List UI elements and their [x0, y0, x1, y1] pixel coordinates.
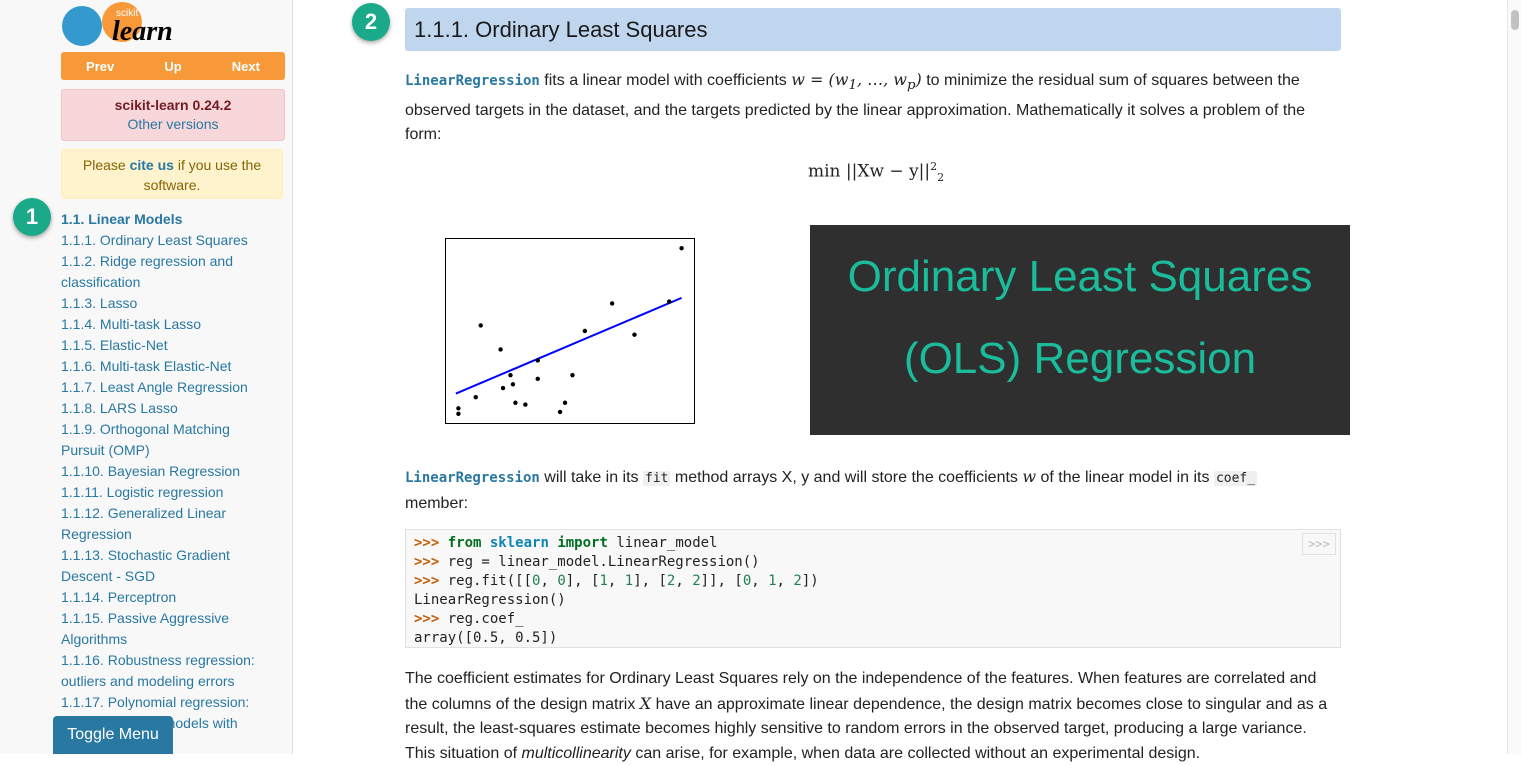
page-title: 1.1.1. Ordinary Least Squares — [414, 17, 708, 42]
scikit-learn-logo[interactable]: scikit learn — [60, 2, 200, 46]
data-point — [679, 246, 684, 251]
table-of-contents: 1.1. Linear Models 1.1.1. Ordinary Least… — [61, 209, 276, 734]
fit-text-3: of the linear model in its — [1036, 469, 1214, 486]
next-button[interactable]: Next — [231, 58, 260, 74]
up-button[interactable]: Up — [164, 58, 182, 74]
scrollbar[interactable] — [1507, 0, 1521, 754]
prev-up-next-nav: Prev Up Next — [61, 52, 285, 80]
cite-prefix: Please — [82, 157, 130, 173]
toc-item-sgd[interactable]: 1.1.13. Stochastic Gradient Descent - SG… — [61, 547, 230, 584]
data-point — [562, 400, 568, 405]
logo-scikit-text: scikit — [116, 8, 138, 19]
step-badge-1: 1 — [13, 198, 51, 236]
data-point — [535, 358, 540, 363]
cite-us-link[interactable]: cite us — [129, 157, 174, 173]
fit-text-2: method arrays X, y and will store the co… — [670, 469, 1023, 486]
toc-item-lars[interactable]: 1.1.7. Least Angle Regression — [61, 379, 248, 395]
toc-item-glm[interactable]: 1.1.12. Generalized Linear Regression — [61, 505, 226, 542]
linear-regression-link-2[interactable]: LinearRegression — [405, 470, 540, 486]
toc-item-bayesian[interactable]: 1.1.10. Bayesian Regression — [61, 463, 240, 479]
scrollbar-thumb[interactable] — [1511, 10, 1519, 30]
toc-item-passive-aggressive[interactable]: 1.1.15. Passive Aggressive Algorithms — [61, 610, 230, 647]
version-label: scikit-learn 0.24.2 — [114, 97, 232, 113]
toc-item-omp[interactable]: 1.1.9. Orthogonal Matching Pursuit (OMP) — [61, 421, 230, 458]
toc-item-lasso[interactable]: 1.1.3. Lasso — [61, 295, 138, 311]
toc-item-multitask-lasso[interactable]: 1.1.4. Multi-task Lasso — [61, 316, 202, 332]
toc-item-ridge[interactable]: 1.1.2. Ridge regression and classificati… — [61, 253, 233, 290]
toc-item-logistic[interactable]: 1.1.11. Logistic regression — [61, 484, 224, 500]
data-point — [667, 299, 672, 304]
x-math: X — [639, 693, 652, 713]
ols-scatter-svg — [455, 246, 684, 416]
toggle-prompt-button[interactable]: >>> — [1302, 533, 1336, 555]
fit-literal: fit — [643, 471, 671, 486]
step-badge-2: 2 — [352, 3, 390, 41]
data-point — [523, 402, 528, 407]
cite-suffix: if you use the software. — [143, 157, 262, 193]
data-point — [510, 382, 516, 387]
sidebar: scikit learn Prev Up Next scikit-learn 0… — [0, 0, 293, 754]
data-point — [473, 395, 478, 400]
data-point — [535, 376, 540, 382]
mc-emphasis: multicollinearity — [521, 744, 631, 762]
intro-text-1: fits a linear model with coefficients — [539, 72, 792, 89]
toc-item-lars-lasso[interactable]: 1.1.8. LARS Lasso — [61, 400, 178, 416]
data-point — [557, 409, 563, 415]
mc-text-1: The coefficient estimates for Ordinary L… — [405, 670, 1317, 713]
data-point — [478, 323, 483, 328]
banner-line-2: (OLS) Regression — [903, 334, 1257, 383]
data-point — [582, 328, 588, 334]
w-math: w — [1022, 467, 1037, 486]
fit-paragraph: LinearRegression will take in its fit me… — [405, 465, 1341, 516]
toc-item-robustness[interactable]: 1.1.16. Robustness regression: outliers … — [61, 652, 255, 689]
data-point — [632, 332, 637, 337]
ols-scatter-plot — [445, 238, 695, 424]
toc-item-linear-models[interactable]: 1.1. Linear Models — [61, 211, 183, 227]
regression-line — [455, 296, 682, 395]
data-point — [570, 372, 575, 378]
data-point — [508, 372, 513, 378]
banner-line-1: Ordinary Least Squares — [847, 252, 1313, 301]
coef-literal: coef_ — [1213, 471, 1258, 486]
toc-item-elastic-net[interactable]: 1.1.5. Elastic-Net — [61, 337, 168, 353]
data-point — [513, 400, 518, 405]
cite-box: Please cite us if you use the software. — [61, 149, 283, 199]
mc-text-3: can arise, for example, when data are co… — [630, 744, 1201, 762]
intro-text-2: to minimize the residual sum of squares … — [405, 72, 1306, 144]
toc-item-ols[interactable]: 1.1.1. Ordinary Least Squares — [61, 232, 248, 248]
fit-text-1: will take in its — [539, 469, 643, 486]
toggle-menu-button[interactable]: Toggle Menu — [53, 716, 173, 754]
toc-item-multitask-elastic-net[interactable]: 1.1.6. Multi-task Elastic-Net — [61, 358, 232, 374]
linear-regression-link[interactable]: LinearRegression — [405, 73, 540, 89]
data-point — [609, 301, 615, 306]
data-point — [456, 411, 461, 416]
other-versions-link[interactable]: Other versions — [127, 116, 219, 132]
intro-paragraph: LinearRegression fits a linear model wit… — [405, 68, 1341, 148]
ols-banner-image: Ordinary Least Squares (OLS) Regression — [810, 225, 1350, 435]
prev-button[interactable]: Prev — [86, 58, 115, 74]
fit-text-4: member: — [405, 494, 469, 512]
ols-formula: min ||Xw − y||22 — [808, 160, 945, 185]
code-example-block[interactable]: >>> from sklearn import linear_model >>>… — [405, 529, 1341, 648]
toc-item-perceptron[interactable]: 1.1.14. Perceptron — [61, 589, 177, 605]
coef-math: w = (w1, …, wp) — [791, 70, 922, 94]
logo-learn-text: learn — [112, 16, 173, 46]
version-box: scikit-learn 0.24.2 Other versions — [61, 89, 285, 141]
data-point — [498, 347, 503, 352]
multicollinearity-paragraph: The coefficient estimates for Ordinary L… — [405, 667, 1341, 766]
data-point — [500, 385, 506, 391]
data-point — [456, 406, 461, 411]
section-heading: 1.1.1. Ordinary Least Squares — [405, 8, 1341, 51]
